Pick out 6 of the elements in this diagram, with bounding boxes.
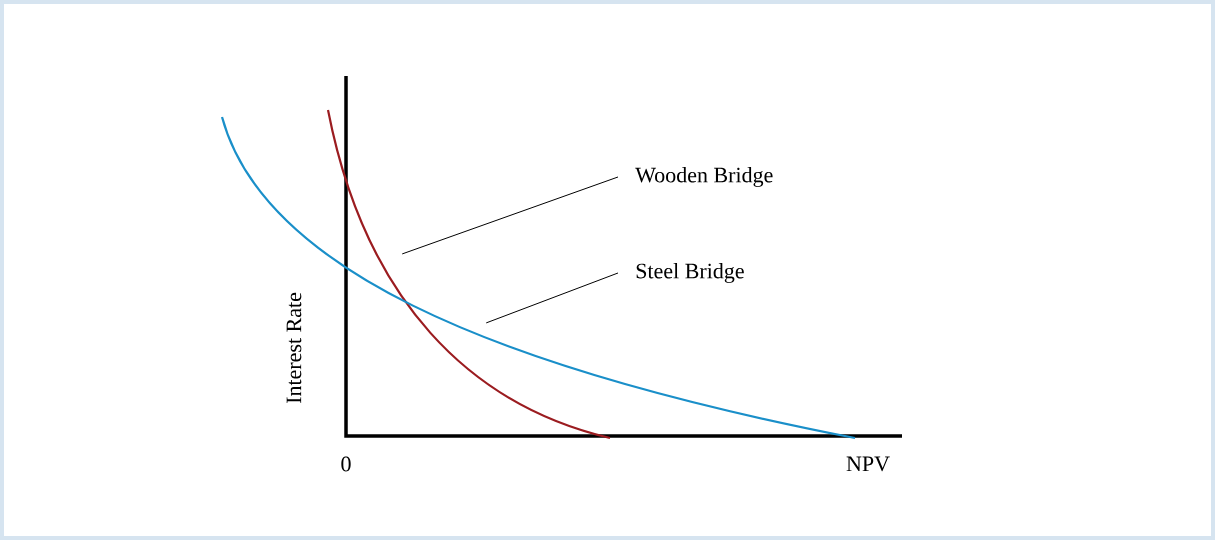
demand-curve — [221, 116, 856, 440]
axis-label: Interest Rate — [286, 292, 302, 404]
leader-line — [401, 176, 619, 255]
axis-label: 0 — [341, 456, 351, 472]
leader-line — [485, 272, 619, 324]
axis-label: NPV — [846, 456, 890, 472]
